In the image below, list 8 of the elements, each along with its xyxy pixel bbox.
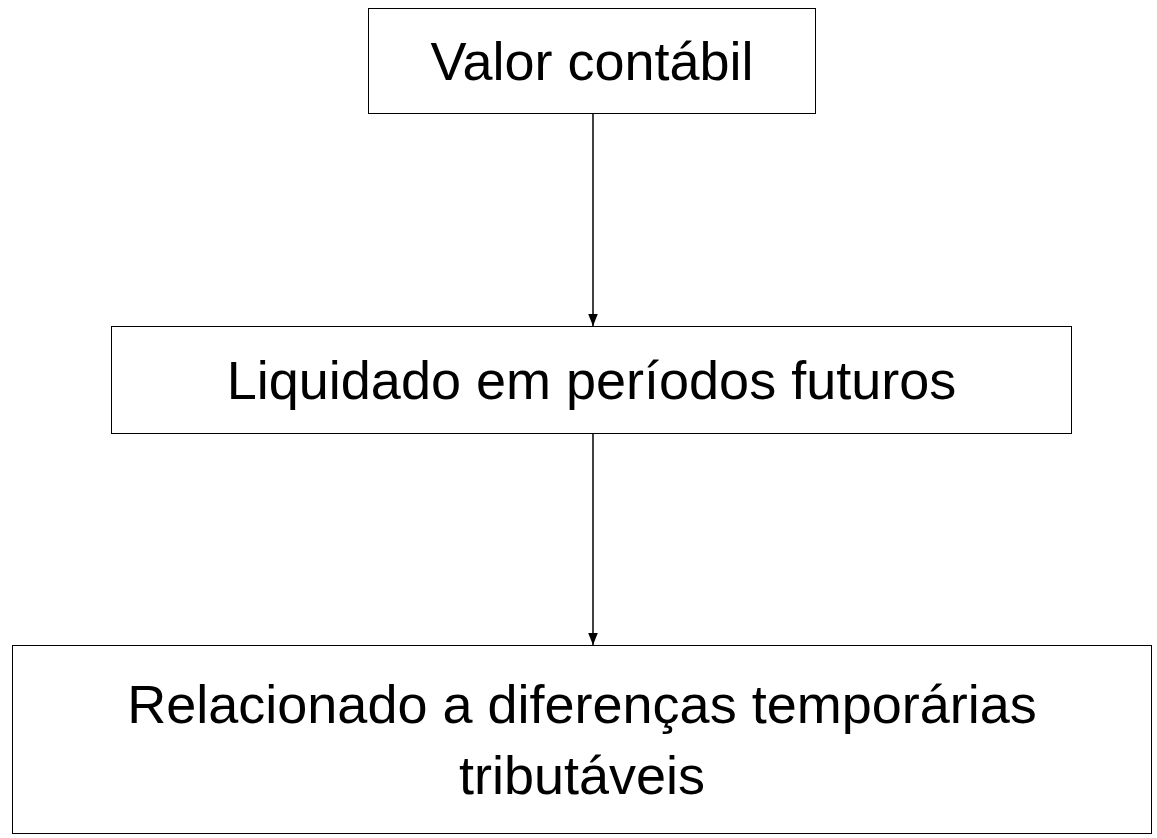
- process-box: [111, 326, 1072, 434]
- arrow: [588, 433, 598, 646]
- box-label: Relacionado a diferenças temporárias tributáveis: [126, 673, 1038, 807]
- process-box: [12, 645, 1152, 834]
- box-label: Valor contábil: [430, 29, 754, 93]
- arrow: [588, 113, 598, 327]
- box-label: Liquidado em períodos futuros: [226, 348, 957, 412]
- process-box: [368, 8, 816, 114]
